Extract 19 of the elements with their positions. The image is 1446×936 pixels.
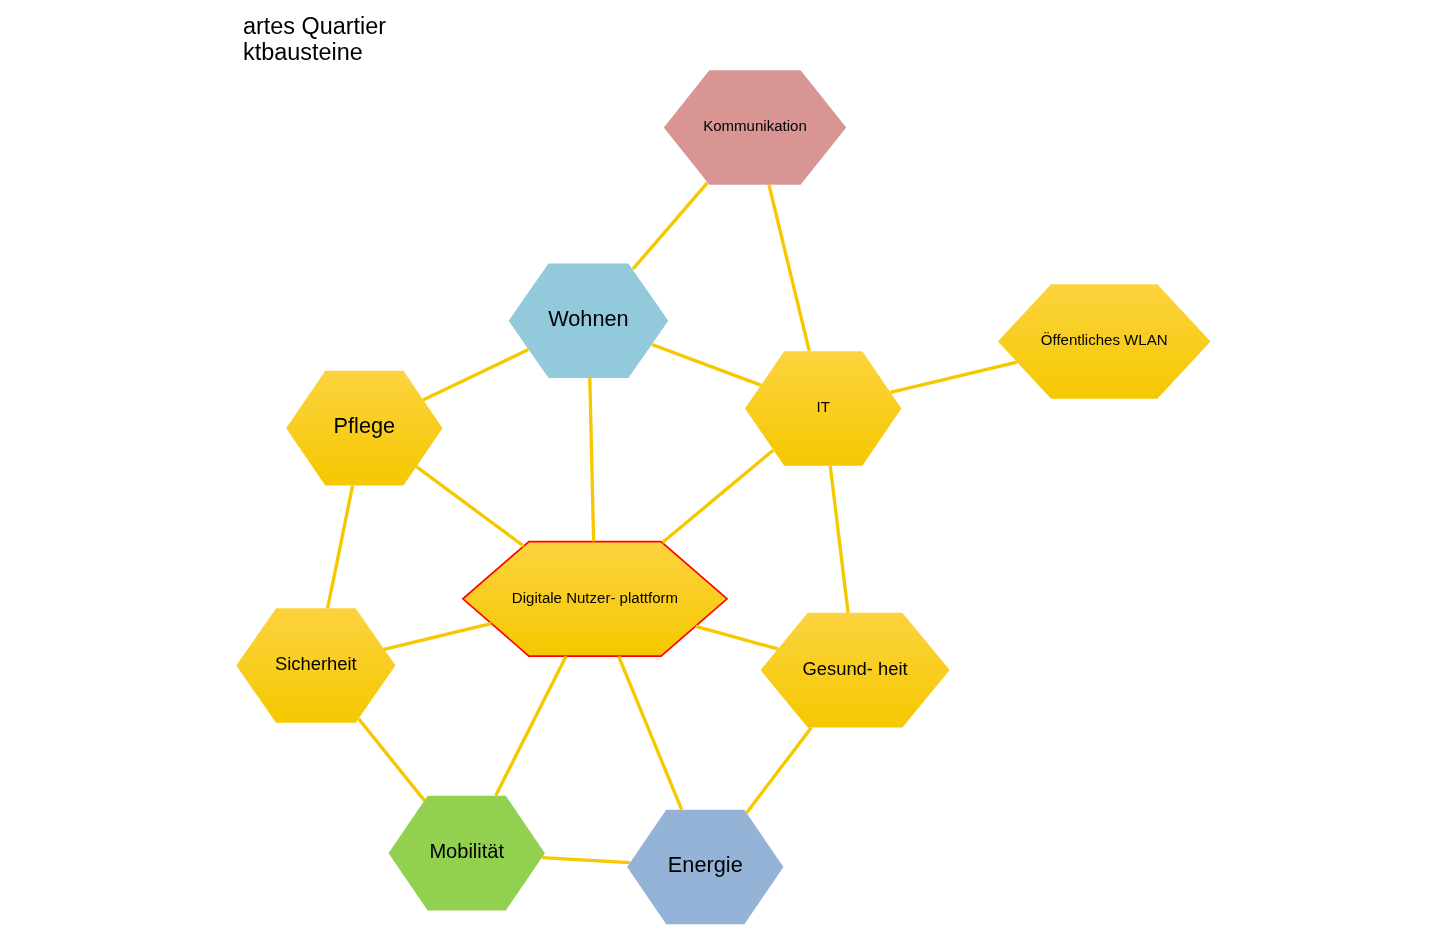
- connector: [541, 855, 630, 865]
- connector: [889, 360, 1017, 395]
- caption: ktbausteine: [242, 38, 363, 65]
- connector: [616, 655, 683, 811]
- connector: [744, 726, 813, 814]
- connector: [493, 655, 568, 797]
- diagram-title: artes Quartier: [242, 12, 386, 39]
- connector: [650, 342, 761, 387]
- connector: [356, 717, 426, 802]
- connector: [660, 448, 774, 544]
- connector: [383, 622, 492, 651]
- connector: [631, 181, 709, 271]
- connector: [325, 485, 354, 609]
- connector: [766, 184, 811, 352]
- connector: [414, 465, 525, 548]
- connector: [587, 377, 595, 542]
- connector: [422, 348, 529, 402]
- connector: [694, 624, 778, 651]
- connector: [828, 465, 850, 614]
